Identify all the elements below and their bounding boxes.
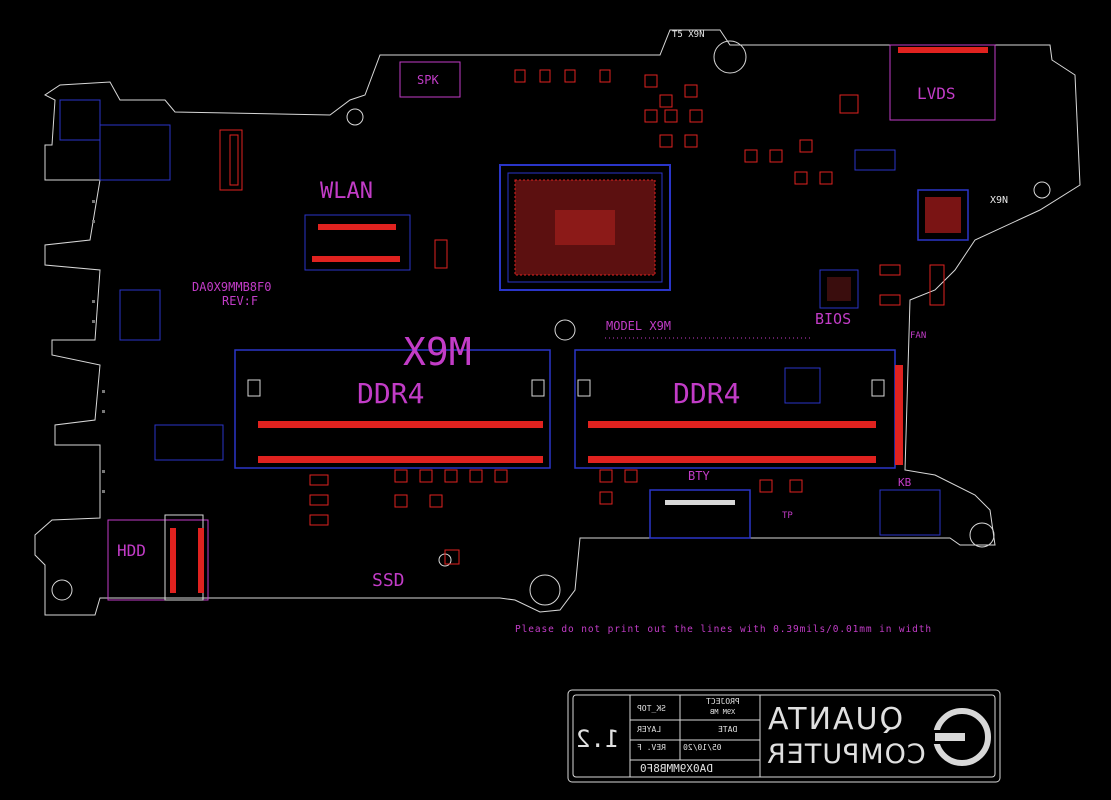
part-number: DA0X9MMB8F0 [640,762,713,775]
version-number: 1.2 [576,725,620,753]
project-value: X9M MB [710,708,736,716]
model-line-label: MODEL X9M [606,319,672,333]
lvds-connector [889,44,996,121]
edge-vias [92,200,105,493]
board-outline [34,29,1081,616]
bios-label: BIOS [815,310,852,328]
sheet-label: SK_TOP [637,704,666,713]
spk-connector [399,61,461,98]
lvds-label: LVDS [917,84,956,103]
model-label: X9M [403,330,472,374]
battery-connector [649,489,751,539]
fan-connector [895,365,903,465]
ssd-label: SSD [372,570,405,591]
component-pads [219,69,945,565]
hdd-label: HDD [117,541,146,560]
layer-label: LAYER [637,725,662,734]
spk-label: SPK [417,73,439,87]
battery-label: BTY [688,469,710,483]
title-block-frame [567,689,1001,783]
company-name-line2: COMPUTER [766,739,926,770]
ddr4-left-label: DDR4 [357,377,425,410]
board-id-label: DA0X9MMB8F0 [192,280,272,294]
board-rev-label: REV:F [222,294,259,308]
blue-outlines [59,99,941,536]
print-warning: Please do not print out the lines with 0… [515,624,933,635]
date-label: DATE [718,725,738,734]
company-name-line1: QUANTA [766,702,904,737]
board-ref-label: T5 X9N [672,30,705,40]
keyboard-label: KB [898,476,912,489]
project-label: PROJECT [706,697,740,706]
fan-label: FAN [910,331,927,341]
x9n-label: X9N [990,195,1009,206]
revision-label: REV. F [637,743,666,752]
ec-chip [917,189,969,241]
bios-chip [819,269,859,309]
touchpad-label: TP [782,511,793,521]
wlan-label: WLAN [320,179,373,204]
date-value: 05/10/20 [683,743,722,752]
cpu-package [499,164,671,291]
ddr4-left-slot [234,349,551,469]
wlan-connector [304,214,411,271]
ddr4-right-label: DDR4 [673,377,741,410]
hdd-connector [107,514,209,601]
